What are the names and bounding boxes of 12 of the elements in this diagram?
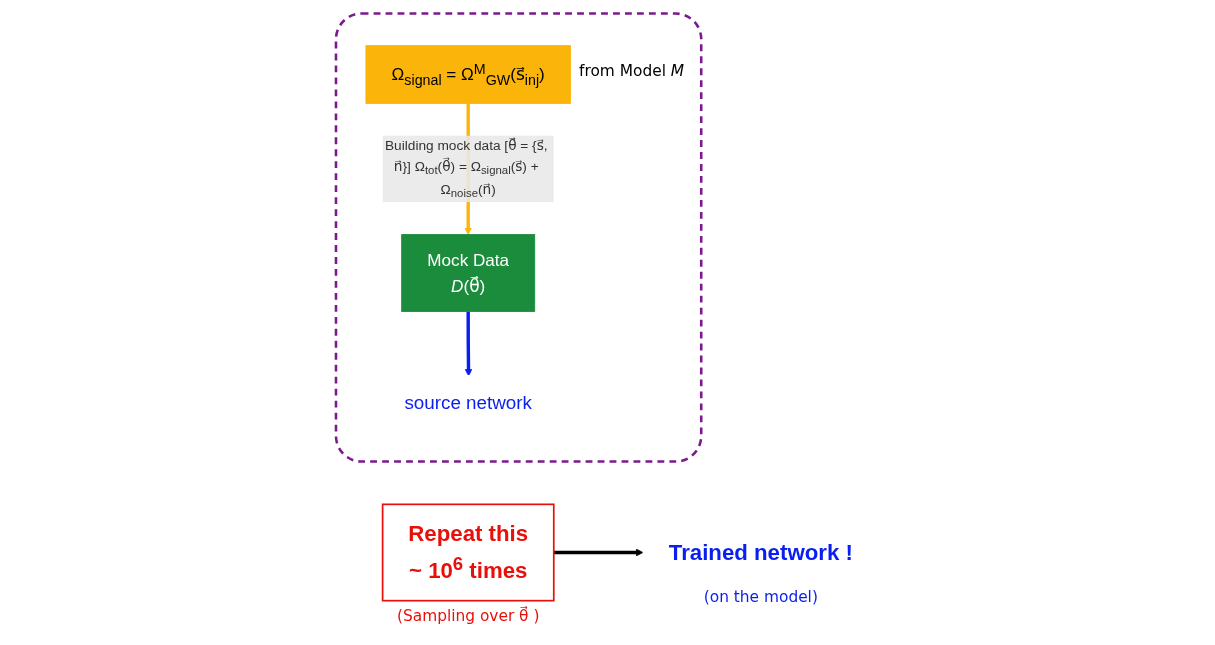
edge-label: Building mock data [θ⃗ = {s⃗, n⃗}] Ω$_{tot}$(θ⃗) = Ω$_{signal}$(s⃗) + Ω$_{noise}$(n⃗) xyxy=(385,138,548,200)
node-caption: (on the model) xyxy=(704,587,819,606)
node-box: Repeat this ~ 10$^{6}$ times xyxy=(382,503,555,602)
arrow xyxy=(465,311,473,377)
cluster xyxy=(334,12,703,463)
node-text: source network xyxy=(404,391,533,414)
node-text: Trained network ! xyxy=(669,539,854,565)
node-box: Ω$_{signal}$ = Ω$^{M}$$_{GW}$(s⃗$_{inj}$) xyxy=(365,45,572,104)
node-caption: from Model M xyxy=(579,61,685,80)
arrow xyxy=(554,548,644,557)
node-caption: (Sampling over θ⃗ ) xyxy=(397,605,540,624)
node-box: Mock Data D(θ⃗) xyxy=(401,234,536,312)
